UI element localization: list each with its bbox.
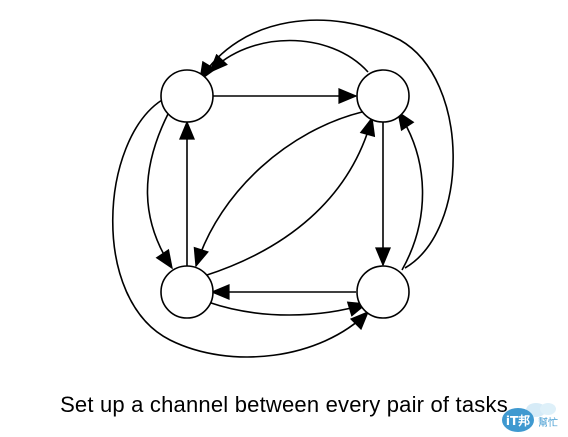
edge-bl-to-tr (203, 116, 376, 277)
site-watermark-logo: iT邦 幫忙 (502, 403, 558, 432)
task-node-top-right (356, 69, 410, 123)
edge-bl-to-br (207, 301, 368, 317)
task-channel-diagram (111, 19, 454, 358)
edge-br-to-tr (397, 110, 424, 271)
watermark-brand-text: iT邦 (506, 413, 530, 428)
edge-tl-to-br (111, 99, 370, 358)
edge-tr-to-bl (193, 111, 363, 268)
caption: Set up a channel between every pair of t… (60, 392, 508, 417)
edge-br-to-tl (199, 19, 454, 269)
task-node-top-left (160, 69, 214, 123)
edge-tr-to-tl (208, 39, 369, 74)
watermark-sub-text: 幫忙 (538, 416, 558, 429)
task-node-bottom-right (356, 265, 410, 319)
task-node-bottom-left (160, 265, 214, 319)
edge-tl-to-bl (146, 113, 173, 270)
